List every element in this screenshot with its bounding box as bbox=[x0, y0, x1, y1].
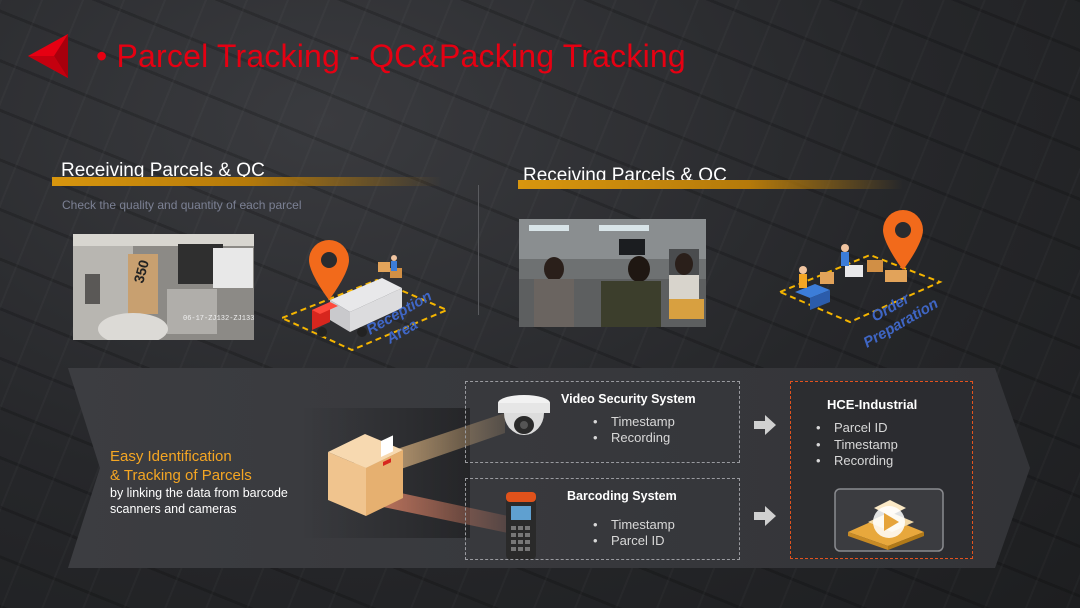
feature-description-line1: by linking the data from barcode bbox=[110, 486, 288, 500]
video-item-label: Timestamp bbox=[611, 414, 675, 429]
order-preparation-illustration bbox=[777, 210, 943, 324]
title-bullet: • bbox=[96, 38, 108, 74]
red-triangle-logo-icon bbox=[28, 34, 68, 78]
video-item-timestamp: •Timestamp bbox=[593, 414, 675, 429]
arrow-right-icon bbox=[754, 506, 776, 526]
barcode-item-label: Parcel ID bbox=[611, 533, 665, 548]
left-section-title: Receiving Parcels & QC bbox=[61, 160, 265, 181]
hce-item-parcel-id: •Parcel ID bbox=[816, 420, 888, 435]
dome-camera-icon bbox=[498, 395, 550, 435]
parcel-box-icon bbox=[328, 434, 403, 516]
feature-headline-line1: Easy Identification bbox=[110, 448, 232, 465]
video-system-box bbox=[465, 381, 740, 463]
video-item-label: Recording bbox=[611, 430, 671, 445]
hce-item-recording: •Recording bbox=[816, 453, 894, 468]
left-section-subtitle: Check the quality and quantity of each p… bbox=[62, 198, 302, 212]
barcode-item-timestamp: •Timestamp bbox=[593, 517, 675, 532]
feature-headline-line2: & Tracking of Parcels bbox=[110, 467, 252, 484]
right-title-underline bbox=[518, 180, 903, 189]
barcode-system-title: Barcoding System bbox=[567, 489, 677, 503]
title-text: Parcel Tracking - QC&Packing Tracking bbox=[116, 38, 686, 74]
barcode-item-parcel-id: •Parcel ID bbox=[593, 533, 665, 548]
hce-item-timestamp: •Timestamp bbox=[816, 437, 898, 452]
location-pin-icon bbox=[309, 240, 349, 300]
packing-workers-photo bbox=[519, 219, 706, 327]
photo-timestamp: 06-17-ZJ132-ZJ133 bbox=[183, 315, 254, 323]
hce-item-label: Timestamp bbox=[834, 437, 898, 452]
left-title-underline bbox=[52, 177, 442, 186]
section-divider bbox=[478, 185, 479, 315]
qc-camera-photo: 350 06-17-ZJ132-ZJ133 bbox=[73, 234, 254, 340]
video-item-recording: •Recording bbox=[593, 430, 671, 445]
hce-item-label: Recording bbox=[834, 453, 894, 468]
hce-item-label: Parcel ID bbox=[834, 420, 888, 435]
video-system-title: Video Security System bbox=[561, 392, 696, 406]
hce-title: HCE-Industrial bbox=[827, 397, 918, 412]
barcode-system-box bbox=[465, 478, 740, 560]
truck-icon bbox=[312, 255, 402, 337]
recording-video-thumbnail[interactable] bbox=[834, 488, 944, 552]
feature-description-line2: scanners and cameras bbox=[110, 502, 237, 516]
barcode-item-label: Timestamp bbox=[611, 517, 675, 532]
reception-area-illustration: Reception Area bbox=[282, 240, 450, 352]
play-icon[interactable] bbox=[873, 506, 905, 538]
page-title: • Parcel Tracking - QC&Packing Tracking bbox=[96, 38, 686, 75]
location-pin-icon bbox=[883, 210, 923, 270]
photo-box-label: 350 bbox=[130, 258, 152, 285]
arrow-right-icon bbox=[754, 415, 776, 435]
barcode-scanner-icon bbox=[506, 492, 536, 560]
